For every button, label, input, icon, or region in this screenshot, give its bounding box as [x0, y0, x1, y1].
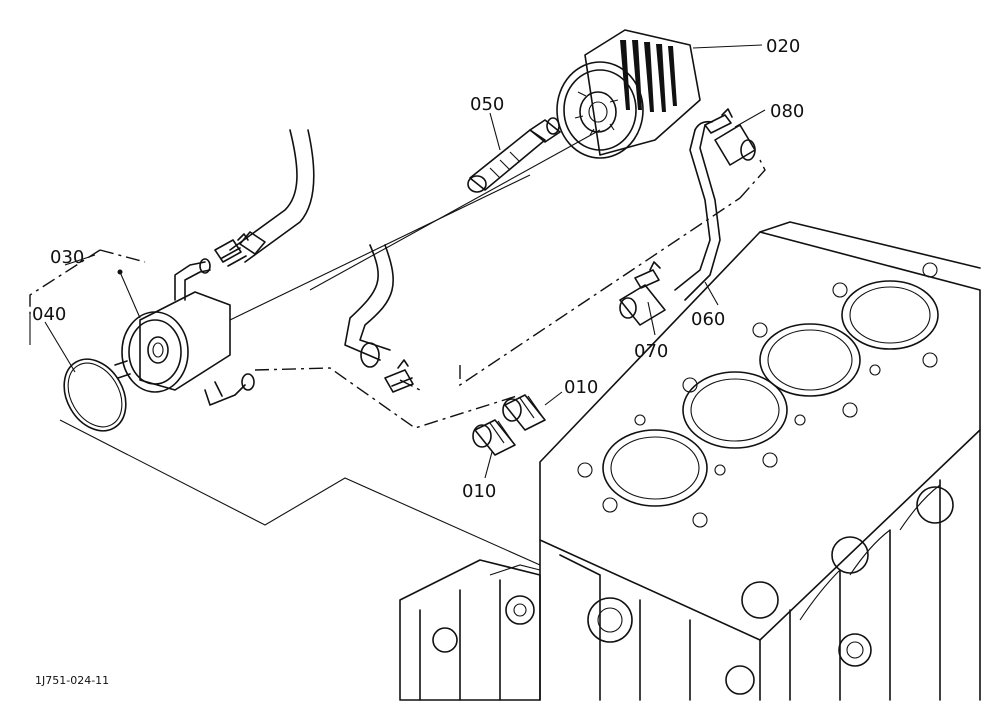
nipple-010-lower [472, 419, 516, 456]
oil-filter [556, 29, 701, 159]
hose-lower [344, 244, 394, 368]
nipple-010-upper [502, 394, 546, 431]
callout-leaders [44, 44, 766, 479]
callout-080: 080 [770, 101, 804, 122]
hose-clamp-upper [214, 233, 249, 267]
cylinder-bores [602, 280, 939, 507]
callout-010-lower: 010 [462, 481, 496, 502]
leader-lines [29, 129, 601, 566]
drawing-number: 1J751-024-11 [35, 674, 109, 687]
callout-020: 020 [766, 36, 800, 57]
fitting-080 [704, 108, 756, 166]
callout-040: 040 [32, 304, 66, 325]
o-ring [63, 358, 127, 432]
engine-block [399, 221, 981, 701]
callout-070: 070 [634, 341, 668, 362]
hose-upper [229, 129, 315, 263]
filter-flutes [620, 40, 677, 112]
oil-line [674, 120, 721, 301]
callout-050: 050 [470, 94, 504, 115]
oil-cooler [114, 258, 255, 406]
hose-clamp-lower [384, 359, 414, 393]
assembly-lines [29, 159, 766, 429]
fitting-070 [619, 261, 666, 326]
head-bolt-holes [577, 262, 938, 528]
callout-060: 060 [691, 309, 725, 330]
callout-030: 030 [50, 247, 84, 268]
pipe-050 [467, 117, 561, 193]
block-bosses [587, 486, 954, 695]
callout-010-upper: 010 [564, 377, 598, 398]
